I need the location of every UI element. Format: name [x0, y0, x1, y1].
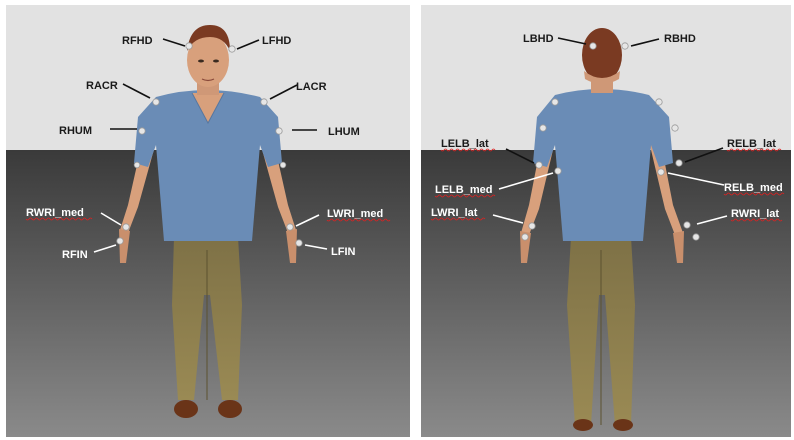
label-rwri-lat: RWRI_lat: [731, 208, 779, 220]
label-rwri-med: RWRI_med: [26, 207, 84, 219]
label-racr: RACR: [86, 80, 118, 92]
label-lwri-lat: LWRI_lat: [431, 207, 478, 219]
back-view-panel: LBHD RBHD LELB_lat RELB_lat LELB_med REL…: [421, 5, 791, 437]
label-lhum: LHUM: [328, 126, 360, 138]
label-relb-lat: RELB_lat: [727, 138, 776, 150]
label-rfhd: RFHD: [122, 35, 153, 47]
label-relb-med: RELB_med: [724, 182, 783, 194]
label-lwri-med: LWRI_med: [327, 208, 383, 220]
label-lfhd: LFHD: [262, 35, 291, 47]
front-view-figure: RFHD LFHD RACR LACR RHUM LHUM RWRI_med L…: [6, 5, 410, 437]
label-lacr: LACR: [296, 81, 327, 93]
back-view-figure: LBHD RBHD LELB_lat RELB_lat LELB_med REL…: [421, 5, 791, 437]
front-view-panel: RFHD LFHD RACR LACR RHUM LHUM RWRI_med L…: [6, 5, 410, 437]
label-rbhd: RBHD: [664, 33, 696, 45]
label-lelb-lat: LELB_lat: [441, 138, 489, 150]
label-rfin: RFIN: [62, 249, 88, 261]
label-lfin: LFIN: [331, 246, 355, 258]
label-lbhd: LBHD: [523, 33, 554, 45]
label-lelb-med: LELB_med: [435, 184, 492, 196]
label-rhum: RHUM: [59, 125, 92, 137]
